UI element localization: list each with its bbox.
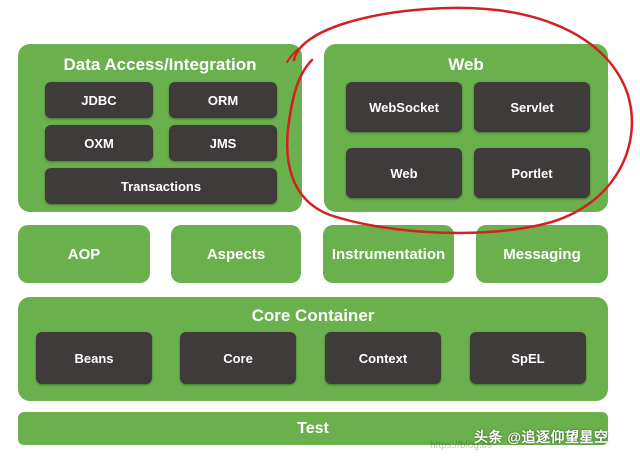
web-title: Web xyxy=(448,55,484,74)
core-module: Core xyxy=(180,332,296,384)
instrumentation-box: Instrumentation xyxy=(323,225,454,283)
data-access-integration-group: Data Access/Integration JDBC ORM OXM JMS… xyxy=(18,44,302,212)
aop-box: AOP xyxy=(18,225,150,283)
web-group: Web WebSocket Servlet Web Portlet xyxy=(324,44,608,212)
watermark-text: 头条 @追逐仰望星空 xyxy=(474,429,609,445)
transactions-module: Transactions xyxy=(45,168,277,204)
jdbc-module: JDBC xyxy=(45,82,153,118)
web-module: Web xyxy=(346,148,462,198)
data-access-integration-title: Data Access/Integration xyxy=(63,55,257,74)
websocket-module: WebSocket xyxy=(346,82,462,132)
watermark-url: https://blog.cs xyxy=(430,440,492,451)
jms-module: JMS xyxy=(169,125,277,161)
core-container-title: Core Container xyxy=(251,306,375,325)
context-module: Context xyxy=(325,332,441,384)
beans-module: Beans xyxy=(36,332,152,384)
messaging-box: Messaging xyxy=(476,225,608,283)
orm-module: ORM xyxy=(169,82,277,118)
spel-module: SpEL xyxy=(470,332,586,384)
portlet-module: Portlet xyxy=(474,148,590,198)
core-container-group: Core Container Beans Core Context SpEL xyxy=(18,297,608,401)
servlet-module: Servlet xyxy=(474,82,590,132)
oxm-module: OXM xyxy=(45,125,153,161)
aspects-box: Aspects xyxy=(171,225,301,283)
test-box: Test xyxy=(18,412,608,445)
